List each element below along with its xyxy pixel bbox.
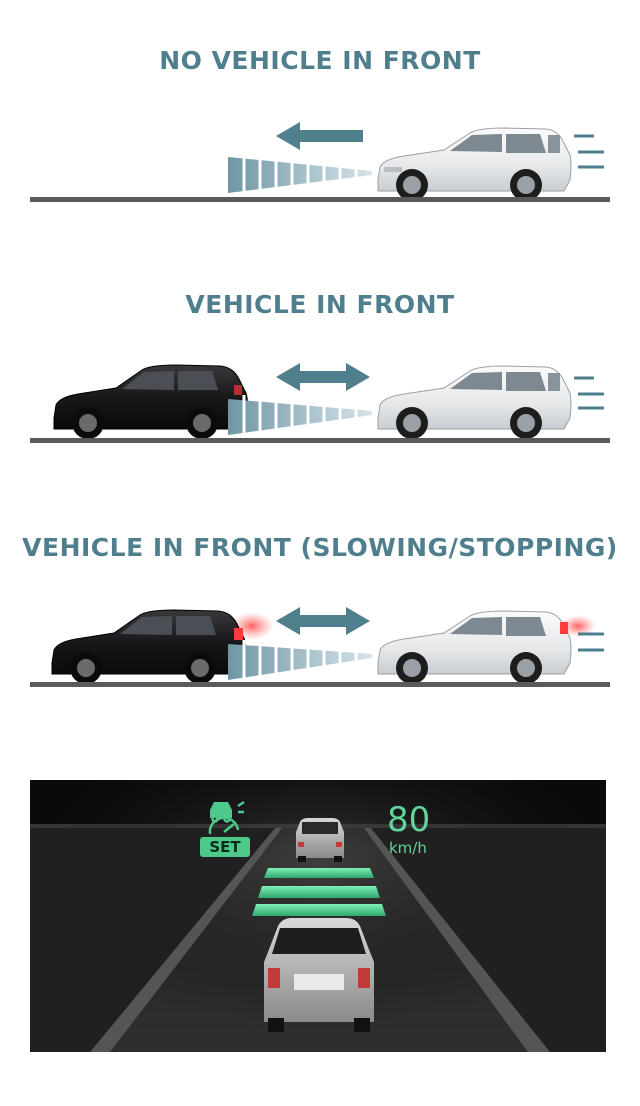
double-arrow-icon — [276, 607, 370, 635]
set-speed-value: 80 — [387, 800, 431, 840]
meter-display — [30, 780, 606, 1052]
hud-road-view — [30, 780, 606, 1052]
road-line — [30, 438, 610, 443]
scene-vehicle-slowing — [30, 607, 610, 687]
scenario-title-vehicle-in-front: VEHICLE IN FRONT — [185, 290, 455, 319]
own-vehicle — [377, 127, 572, 201]
front-vehicle — [53, 364, 248, 439]
radar-beam — [228, 153, 372, 197]
distance-bars — [252, 868, 386, 916]
own-vehicle — [377, 610, 572, 684]
motion-lines — [578, 632, 604, 652]
motion-lines — [574, 134, 604, 169]
own-vehicle — [377, 365, 572, 439]
speed-unit: km/h — [389, 839, 427, 857]
cruise-set-badge: SET — [200, 837, 250, 857]
road-line — [30, 682, 610, 687]
scenario-title-no-vehicle: NO VEHICLE IN FRONT — [159, 46, 481, 75]
road-line — [30, 197, 610, 202]
double-arrow-icon — [276, 363, 370, 391]
scene-no-vehicle — [30, 122, 610, 202]
arrow-left-icon — [276, 122, 363, 150]
front-vehicle — [51, 609, 246, 684]
motion-lines — [574, 376, 604, 410]
radar-beam — [228, 640, 372, 684]
scenario-title-slowing: VEHICLE IN FRONT (SLOWING/STOPPING) — [22, 533, 618, 562]
own-brake-light-glow — [560, 615, 596, 637]
adaptive-cruise-icon — [208, 800, 245, 835]
radar-beam — [228, 395, 372, 439]
preceding-vehicle — [296, 818, 344, 862]
own-vehicle-rear — [264, 918, 374, 1032]
scene-vehicle-in-front — [30, 363, 610, 443]
